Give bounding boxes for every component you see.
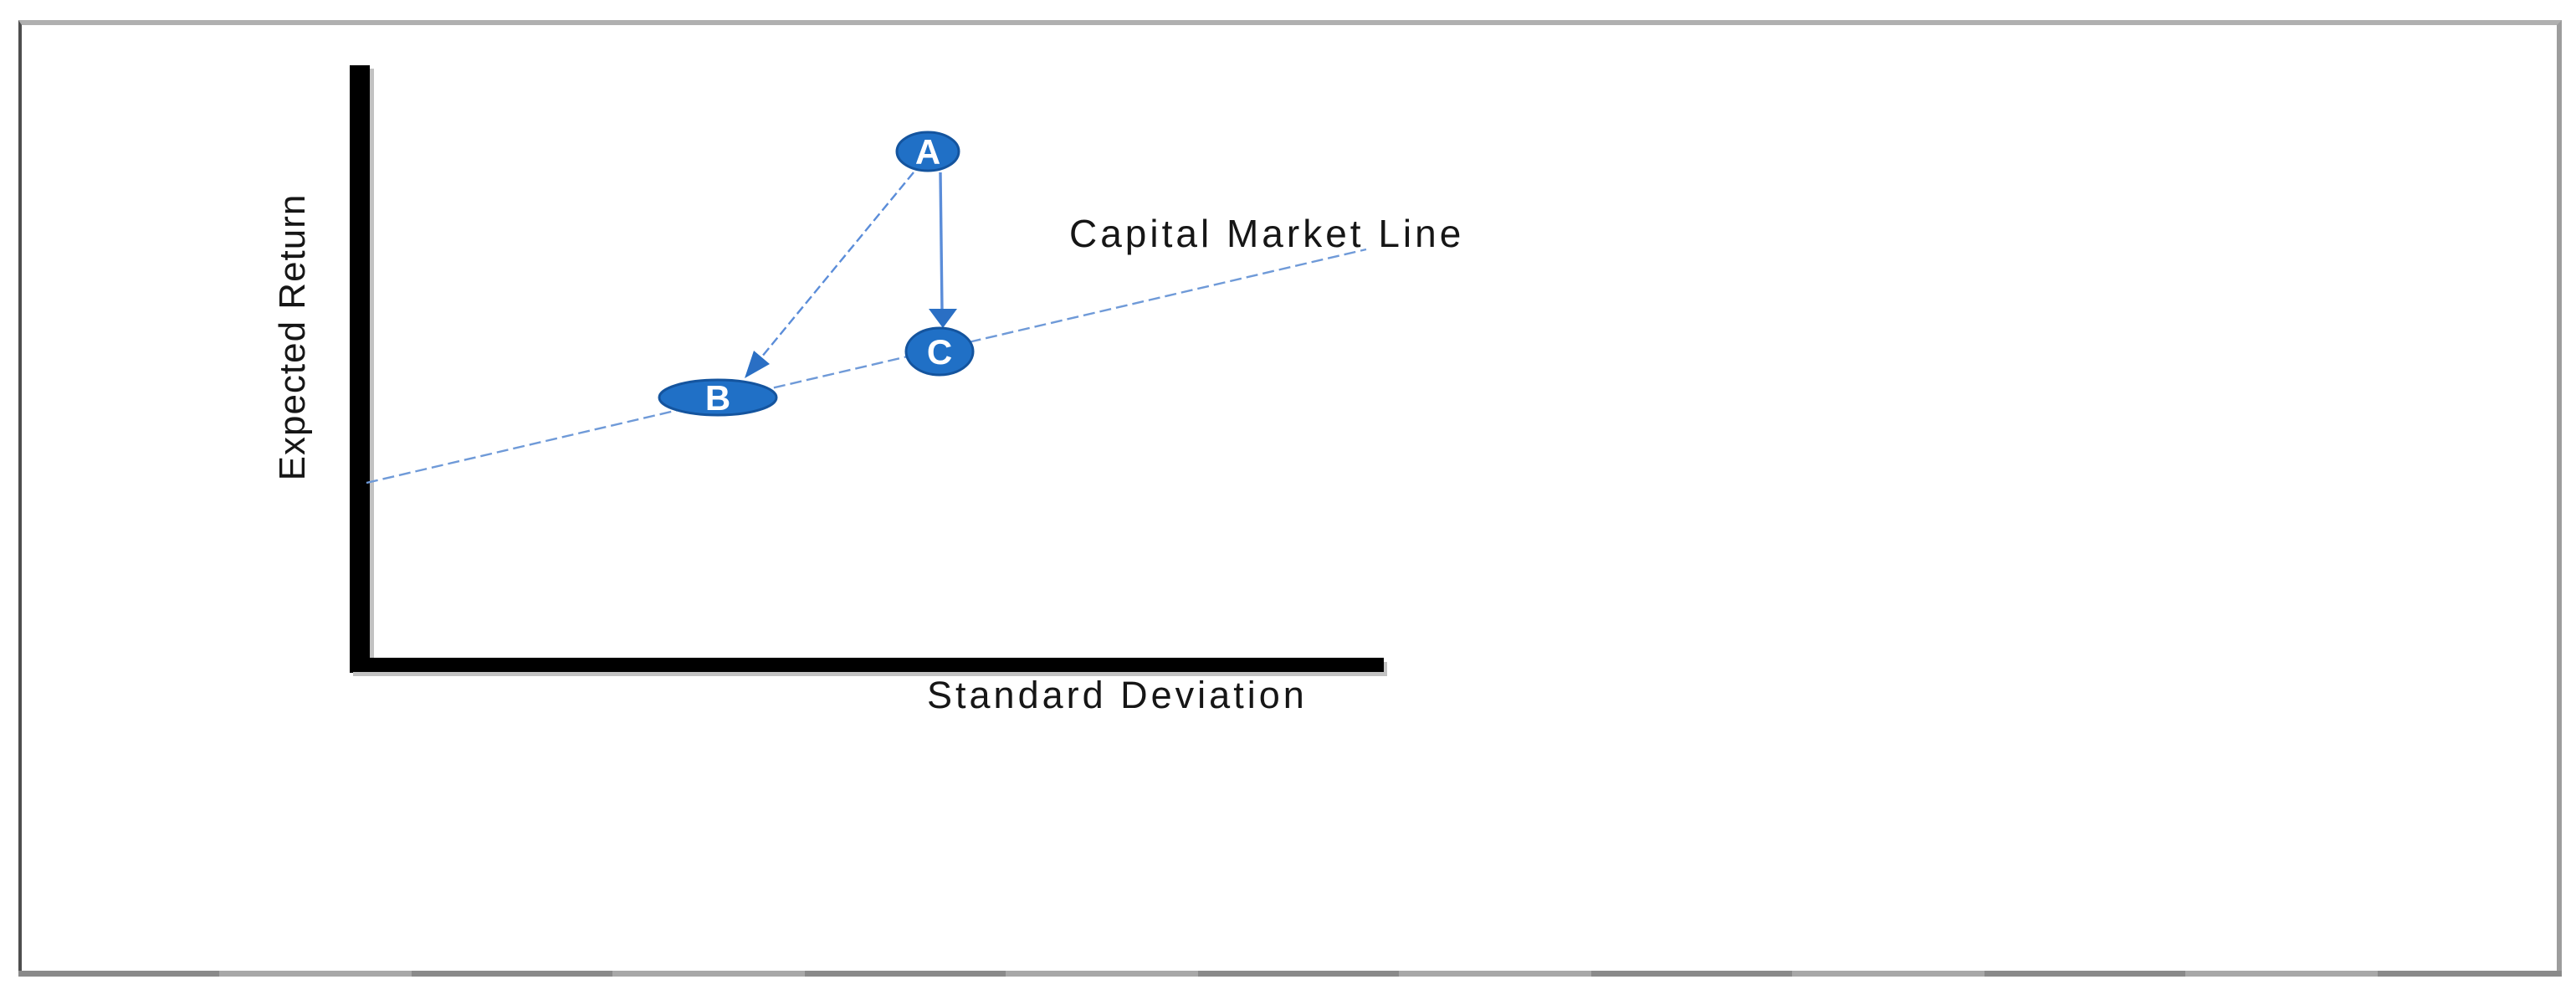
point-b-ellipse xyxy=(658,378,778,417)
point-a-ellipse xyxy=(895,131,960,172)
arrow-a-to-b-shaft xyxy=(761,172,914,358)
x-axis-line xyxy=(350,658,1384,672)
arrow-a-to-b-head-icon xyxy=(745,351,770,378)
slide-border-frame xyxy=(18,20,2562,974)
arrow-a-to-c xyxy=(929,172,957,328)
y-axis-line xyxy=(350,65,370,673)
arrow-a-to-c-shaft xyxy=(939,172,944,311)
arrow-a-to-c-head-icon xyxy=(929,309,957,328)
x-axis-label: Standard Deviation xyxy=(927,674,1308,716)
point-b-label: B xyxy=(705,378,730,418)
capital-market-line-label: Capital Market Line xyxy=(1069,212,1465,255)
point-c-label: C xyxy=(927,332,952,372)
point-b: B xyxy=(658,378,778,418)
point-c: C xyxy=(904,326,975,377)
y-axis-label: Expected Return xyxy=(272,193,313,481)
point-a-label: A xyxy=(915,132,940,172)
point-a: A xyxy=(895,131,960,172)
slide-border-bottom xyxy=(18,971,2562,977)
point-c-ellipse xyxy=(904,326,975,377)
arrow-a-to-b xyxy=(745,172,914,378)
capital-market-line xyxy=(366,248,1367,485)
